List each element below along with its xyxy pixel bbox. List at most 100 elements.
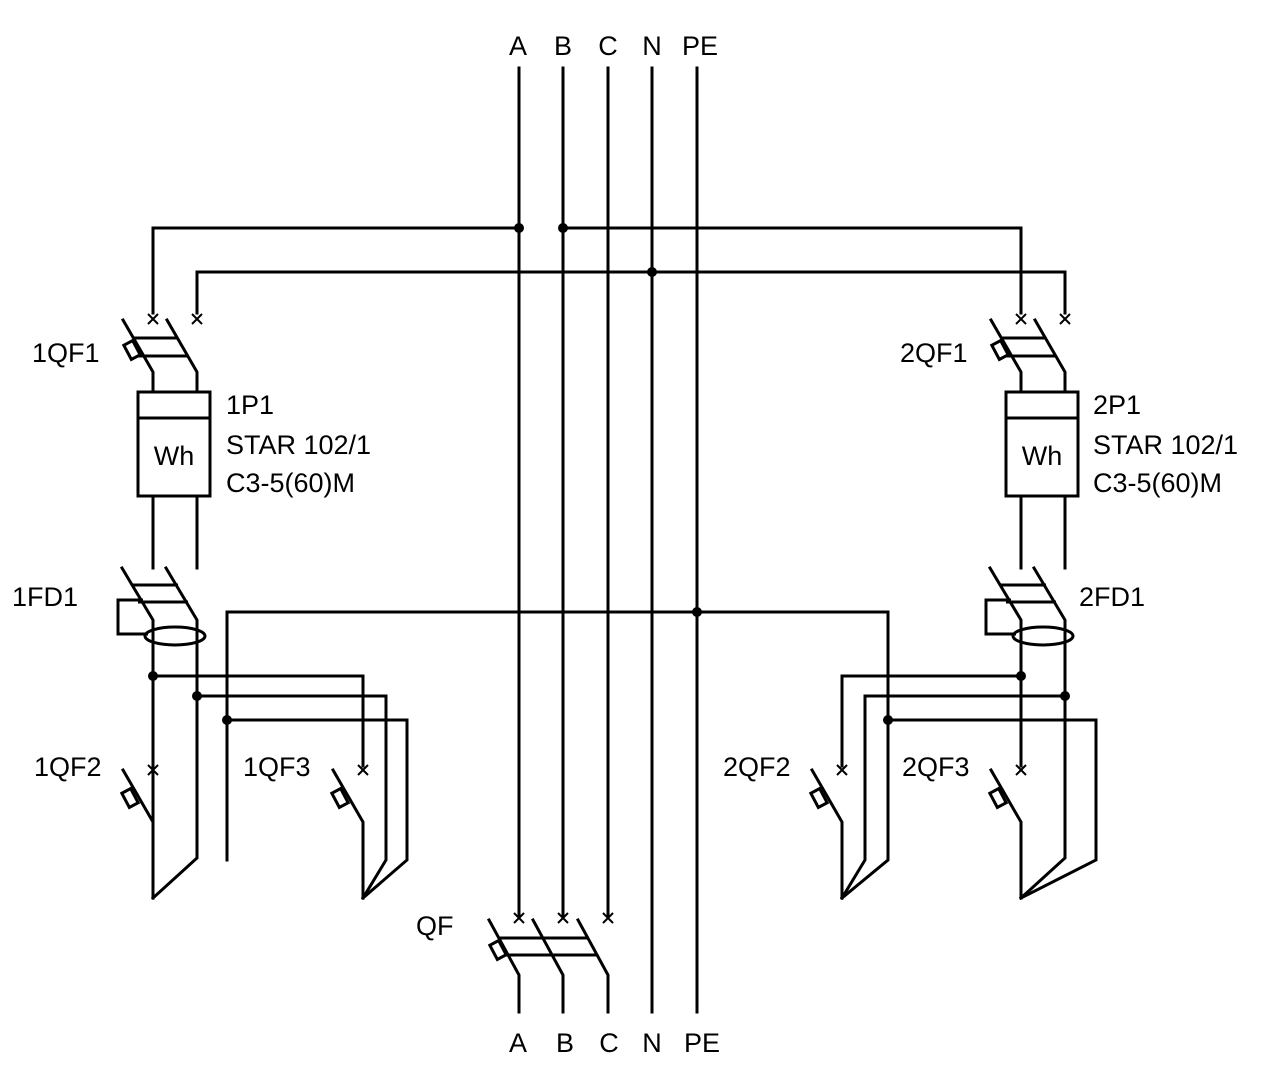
- qf-trip-element: [487, 938, 509, 962]
- qf-blade-b: [530, 917, 565, 1014]
- meter-2p1-rating: C3-5(60)M: [1093, 468, 1222, 498]
- 1qf3-cross: [357, 764, 369, 776]
- rcd-2fd1: 2FD1: [984, 565, 1145, 768]
- 2qf2-trip-element: [808, 786, 830, 810]
- rcd-1fd1-label: 1FD1: [12, 582, 78, 612]
- right-branch-pe: [839, 718, 890, 901]
- meter-1p1-symbol: Wh: [154, 441, 195, 471]
- right-branch-neutral: [839, 694, 1067, 901]
- left-branch-neutral: [195, 694, 388, 901]
- junction-right-pe: [883, 715, 893, 725]
- rcd-1fd1: 1FD1: [12, 565, 207, 901]
- breaker-2qf2: 2QF2: [723, 752, 848, 900]
- rcd-2fd1-label: 2FD1: [1079, 582, 1145, 612]
- breaker-1qf1: 1QF1: [32, 313, 203, 394]
- 2fd1-current-transformer: [1011, 625, 1075, 647]
- left-group: 1QF1 Wh 1P1 STAR 102/1 C3-5(60)M 1FD1: [12, 313, 409, 901]
- breaker-2qf1-label: 2QF1: [900, 338, 968, 368]
- 1qf3-blade: [330, 767, 365, 900]
- bus-label-n-top: N: [642, 31, 662, 61]
- meter-1p1-body: [136, 390, 212, 498]
- junction-n: [647, 267, 657, 277]
- meter-2p1: Wh 2P1 STAR 102/1 C3-5(60)M: [1004, 390, 1238, 570]
- top-bus-labels: A B C N PE: [509, 31, 718, 61]
- 1qf2-blade: [120, 767, 155, 900]
- qf-cross-b: [557, 912, 569, 924]
- 2fd1-blade-l: [987, 565, 1023, 768]
- qf-cross-a: [513, 912, 525, 924]
- meter-1p1-rating: C3-5(60)M: [226, 468, 355, 498]
- 2qf1-cross-l: [1015, 313, 1027, 325]
- breaker-1qf1-label: 1QF1: [32, 338, 100, 368]
- bus-label-c-bottom: C: [599, 1028, 619, 1058]
- breaker-2qf3: 2QF3: [902, 752, 1027, 900]
- breaker-1qf2: 1QF2: [34, 752, 159, 900]
- right-branch-phase: [840, 674, 1023, 768]
- right-group: 2QF1 Wh 2P1 STAR 102/1 C3-5(60)M 2FD1: [723, 313, 1238, 901]
- breaker-1qf2-label: 1QF2: [34, 752, 102, 782]
- junction-left-pe: [222, 715, 232, 725]
- bus-label-pe-bottom: PE: [684, 1028, 720, 1058]
- bus-label-b-top: B: [554, 31, 572, 61]
- 2qf1-cross-r: [1059, 313, 1071, 325]
- 1fd1-blade-r: [150, 565, 199, 901]
- right-branch-neutral-2: [1018, 694, 1067, 901]
- qf-blade-c: [575, 917, 610, 1014]
- bus-label-b-bottom: B: [556, 1028, 574, 1058]
- meter-2p1-body: [1004, 390, 1080, 498]
- 2fd1-blade-r: [1031, 565, 1067, 698]
- junction-right-neutral: [1060, 691, 1070, 701]
- 2qf3-cross: [1015, 764, 1027, 776]
- bus-label-a-bottom: A: [509, 1028, 527, 1058]
- qf-cross-c: [602, 912, 614, 924]
- 1qf2-cross: [147, 764, 159, 776]
- left-branch-pe: [225, 718, 409, 901]
- 2fd1-test-loop: [984, 598, 1016, 636]
- junction-left-phase: [148, 671, 158, 681]
- 1fd1-test-loop: [116, 598, 148, 636]
- bus-label-n-bottom: N: [642, 1028, 662, 1058]
- 1fd1-current-transformer: [143, 625, 207, 647]
- bottom-bus-labels: A B C N PE: [509, 1028, 720, 1058]
- junction-a: [514, 223, 524, 233]
- junction-pe: [692, 607, 702, 617]
- left-phase-feed: [151, 226, 521, 315]
- 2qf3-blade: [988, 767, 1023, 900]
- bus-label-a-top: A: [509, 31, 527, 61]
- meter-2p1-id: 2P1: [1093, 390, 1141, 420]
- qf-blade-a: [486, 917, 521, 1014]
- 2qf1-trip-element: [989, 338, 1011, 362]
- 1qf1-cross-l: [147, 313, 159, 325]
- main-breaker-label: QF: [416, 911, 454, 941]
- bus-label-c-top: C: [598, 31, 618, 61]
- junction-left-neutral: [192, 691, 202, 701]
- right-phase-feed: [561, 226, 1023, 315]
- feed-lines: [151, 223, 1067, 742]
- 1qf2-trip-element: [119, 786, 141, 810]
- 2qf2-blade: [809, 767, 844, 900]
- 1fd1-blade-l: [119, 565, 155, 900]
- meter-2p1-symbol: Wh: [1022, 441, 1063, 471]
- bus-label-pe-top: PE: [682, 31, 718, 61]
- breaker-1qf3: 1QF3: [243, 752, 369, 900]
- right-branch-wiring: [839, 671, 1098, 901]
- breaker-2qf3-label: 2QF3: [902, 752, 970, 782]
- 2qf2-cross: [836, 764, 848, 776]
- main-breaker-qf: QF: [416, 911, 614, 1014]
- breaker-1qf3-label: 1QF3: [243, 752, 311, 782]
- junction-right-phase: [1016, 671, 1026, 681]
- 2qf3-trip-element: [987, 786, 1009, 810]
- 1qf3-trip-element: [329, 786, 351, 810]
- meter-1p1: Wh 1P1 STAR 102/1 C3-5(60)M: [136, 390, 371, 570]
- 1qf1-trip-element: [121, 338, 143, 362]
- meter-1p1-id: 1P1: [226, 390, 274, 420]
- meter-1p1-model: STAR 102/1: [226, 430, 371, 460]
- left-neutral-feed: [195, 270, 654, 315]
- left-branch-phase: [151, 674, 365, 768]
- meter-2p1-model: STAR 102/1: [1093, 430, 1238, 460]
- right-branch-pe-2: [886, 718, 1098, 901]
- bus-lines: [517, 66, 699, 1014]
- breaker-2qf2-label: 2QF2: [723, 752, 791, 782]
- breaker-2qf1: 2QF1: [900, 313, 1071, 394]
